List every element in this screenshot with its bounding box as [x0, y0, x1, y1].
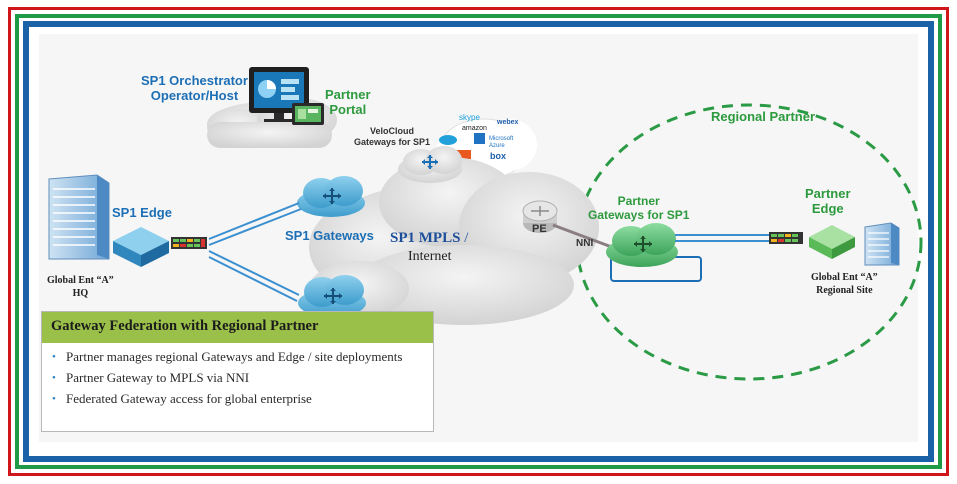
port-strip-right: [769, 232, 803, 244]
partner-gateway-cloud: [606, 223, 702, 282]
velocloud-label-line2: Gateways for SP1: [354, 137, 431, 147]
office-building-icon: [48, 174, 110, 260]
info-bullet: Partner Gateway to MPLS via NNI: [52, 370, 406, 386]
regional-site-label-line1: Global Ent “A”: [811, 272, 878, 283]
azure-logo: [474, 133, 485, 144]
edge-device-icon: [809, 225, 855, 259]
sp1-gateways-label: SP1 Gateways: [285, 228, 374, 243]
office-building-icon: [864, 222, 900, 266]
info-box-bullets: Partner manages regional Gateways and Ed…: [42, 349, 433, 407]
nni-link: [552, 223, 618, 251]
orchestrator-label-line1: SP1 Orchestrator: [141, 73, 248, 88]
edge-device-icon: [113, 227, 169, 267]
info-box-title: Gateway Federation with Regional Partner: [42, 312, 433, 343]
mpls-label-name: SP1 MPLS: [390, 230, 461, 246]
velocloud-label-line1: VeloCloud: [370, 126, 415, 136]
partner-edge-label-line1: Partner: [805, 186, 851, 201]
edge-gateway-links: [208, 202, 302, 302]
partner-gateways-label-line2: Gateways for SP1: [588, 208, 690, 222]
nni-label: NNI: [576, 238, 594, 249]
orchestrator-label-line2: Operator/Host: [150, 88, 239, 103]
regional-partner-label: Regional Partner: [711, 109, 816, 124]
router-arrows-icon: [634, 236, 652, 252]
regional-site-label: Global Ent “A” Regional Site: [811, 271, 878, 297]
mpls-label: SP1 MPLS /: [390, 230, 468, 247]
middle-green-frame: [15, 14, 942, 469]
partner-gateway-edge-links: [675, 234, 769, 242]
router-arrows-icon: [324, 288, 342, 304]
partner-gateways-label: Partner Gateways for SP1: [588, 194, 689, 222]
tablet-icon: [292, 103, 324, 125]
sp1-edge-label: SP1 Edge: [112, 205, 172, 220]
amazon-logo: amazon: [462, 125, 487, 132]
hq-label-line1: Global Ent “A”: [47, 275, 114, 286]
svg-text:Microsoft: Microsoft: [489, 136, 514, 142]
partner-edge-label: Partner Edge: [805, 186, 851, 216]
regional-partner-boundary: [575, 103, 923, 381]
info-bullet: Partner manages regional Gateways and Ed…: [52, 349, 406, 365]
svg-text:Azure: Azure: [489, 143, 505, 149]
gateway-federation-info-box: Gateway Federation with Regional Partner…: [41, 311, 434, 432]
skype-logo: skype: [459, 113, 480, 122]
pe-label: PE: [532, 223, 547, 235]
orchestrator-label: SP1 Orchestrator Operator/Host: [141, 73, 248, 103]
velocloud-label: VeloCloud Gateways for SP1: [354, 126, 430, 148]
network-diagram: skype webex amazon Microsoft Azure box: [48, 67, 923, 381]
mpls-label-slash: /: [460, 230, 469, 246]
webex-logo: webex: [496, 119, 519, 126]
partner-edge-label-line2: Edge: [811, 201, 844, 216]
hq-label-line2: HQ: [72, 288, 89, 299]
pe-router-icon: [522, 200, 558, 233]
diagram-canvas: skype webex amazon Microsoft Azure box: [29, 27, 928, 456]
router-arrows-icon: [422, 155, 438, 169]
partner-portal-label: Partner Portal: [325, 87, 371, 117]
partner-gateways-label-line1: Partner: [617, 194, 660, 208]
monitor-dashboard-icon: [249, 67, 309, 122]
inner-blue-frame: [23, 21, 934, 462]
salesforce-logo: [439, 135, 457, 145]
regional-site-label-line2: Regional Site: [816, 285, 873, 296]
hq-label: Global Ent “A” HQ: [47, 274, 114, 300]
port-strip-left: [171, 237, 207, 249]
box-logo: box: [490, 151, 506, 161]
partner-portal-label-line2: Portal: [329, 102, 367, 117]
partner-portal-label-line1: Partner: [325, 87, 371, 102]
internet-label: Internet: [408, 249, 452, 264]
outer-red-frame: [8, 7, 949, 476]
router-arrows-icon: [323, 188, 341, 204]
info-bullet: Federated Gateway access for global ente…: [52, 391, 406, 407]
